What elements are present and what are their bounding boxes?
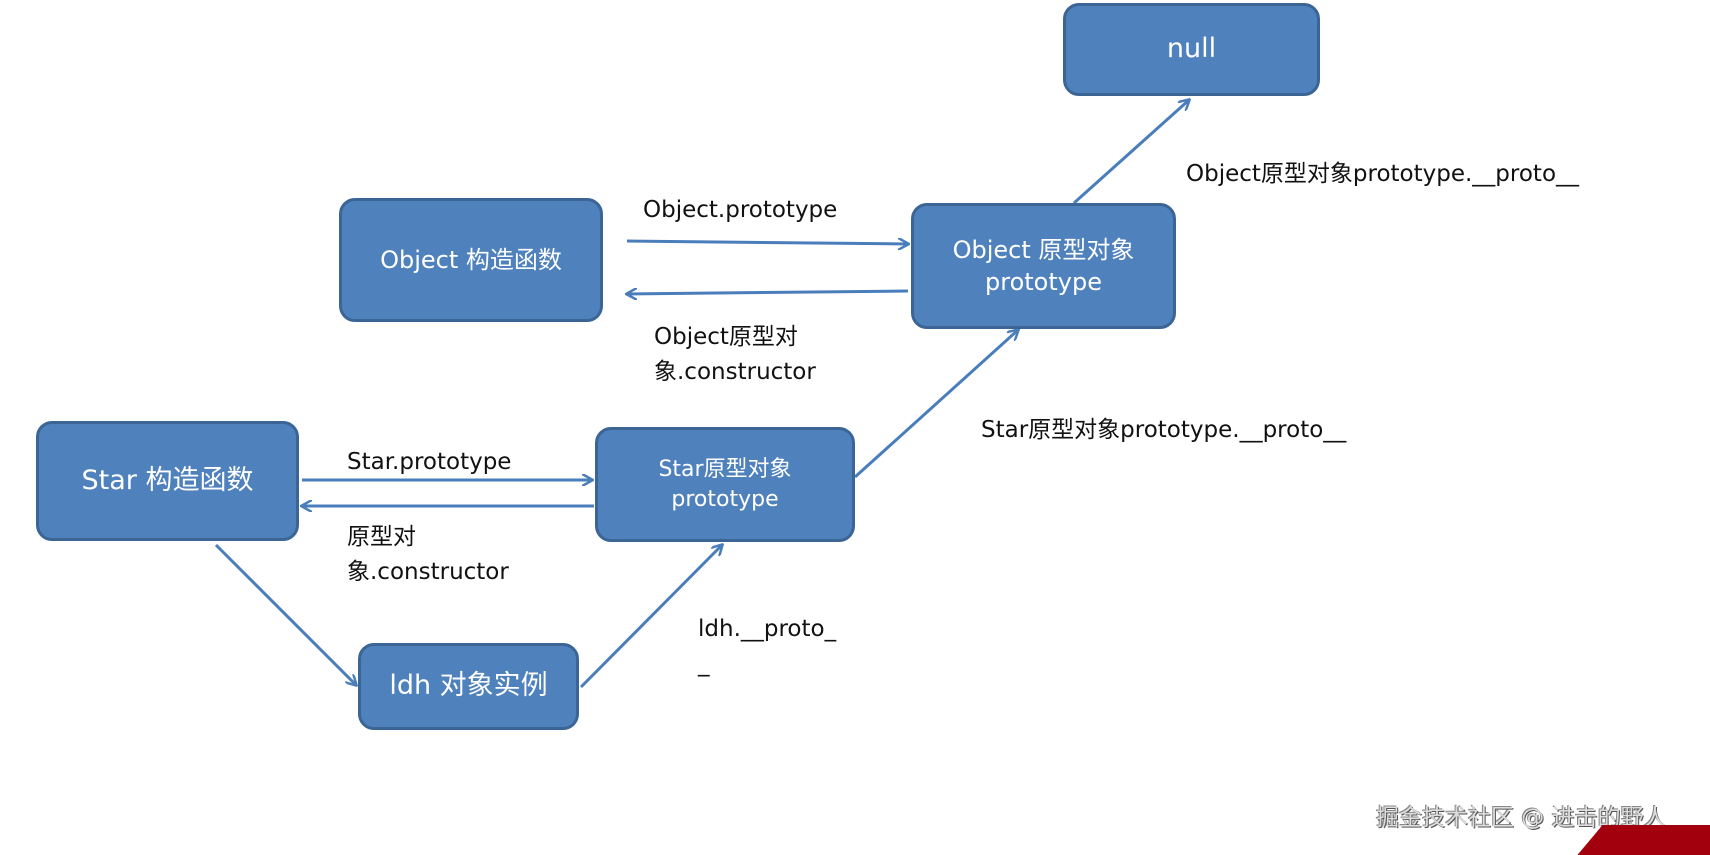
node-label: Object 原型对象 xyxy=(952,235,1135,264)
arrow-object-proto-to-null xyxy=(1072,100,1189,205)
node-null-label: null xyxy=(1166,33,1217,65)
node-star-constructor: Star 构造函数 xyxy=(36,421,299,541)
label-object-prototype: Object.prototype xyxy=(643,197,838,223)
node-label: Object 构造函数 xyxy=(380,245,562,274)
node-sublabel: prototype xyxy=(671,486,779,512)
node-label: Star 构造函数 xyxy=(81,464,254,496)
arrow-object-constructor xyxy=(627,291,909,294)
node-ldh-instance: ldh 对象实例 xyxy=(358,643,579,730)
node-label: Star原型对象 xyxy=(658,456,792,482)
arrow-object-prototype xyxy=(626,241,908,244)
label-ldh-proto: ldh.__proto_ _ xyxy=(698,616,837,677)
node-star-prototype: Star原型对象 prototype xyxy=(595,427,855,542)
label-star-prototype: Star.prototype xyxy=(347,449,512,475)
label-object-proto-proto: Object原型对象prototype.__proto__ xyxy=(1186,161,1580,187)
corner-decoration xyxy=(1577,825,1710,855)
node-label: ldh 对象实例 xyxy=(389,670,548,702)
arrow-ldh-to-star-proto xyxy=(579,545,722,689)
arrow-star-ctor-to-ldh xyxy=(214,543,356,685)
node-sublabel: prototype xyxy=(985,268,1102,296)
label-object-constructor: Object原型对 象.constructor xyxy=(654,324,816,385)
node-null: null xyxy=(1063,3,1320,96)
node-object-prototype: Object 原型对象 prototype xyxy=(911,203,1176,329)
label-star-constructor: 原型对 象.constructor xyxy=(347,524,509,585)
node-object-constructor: Object 构造函数 xyxy=(339,198,603,322)
label-star-proto-proto: Star原型对象prototype.__proto__ xyxy=(981,417,1347,443)
arrow-star-proto-to-object-proto xyxy=(853,330,1018,479)
